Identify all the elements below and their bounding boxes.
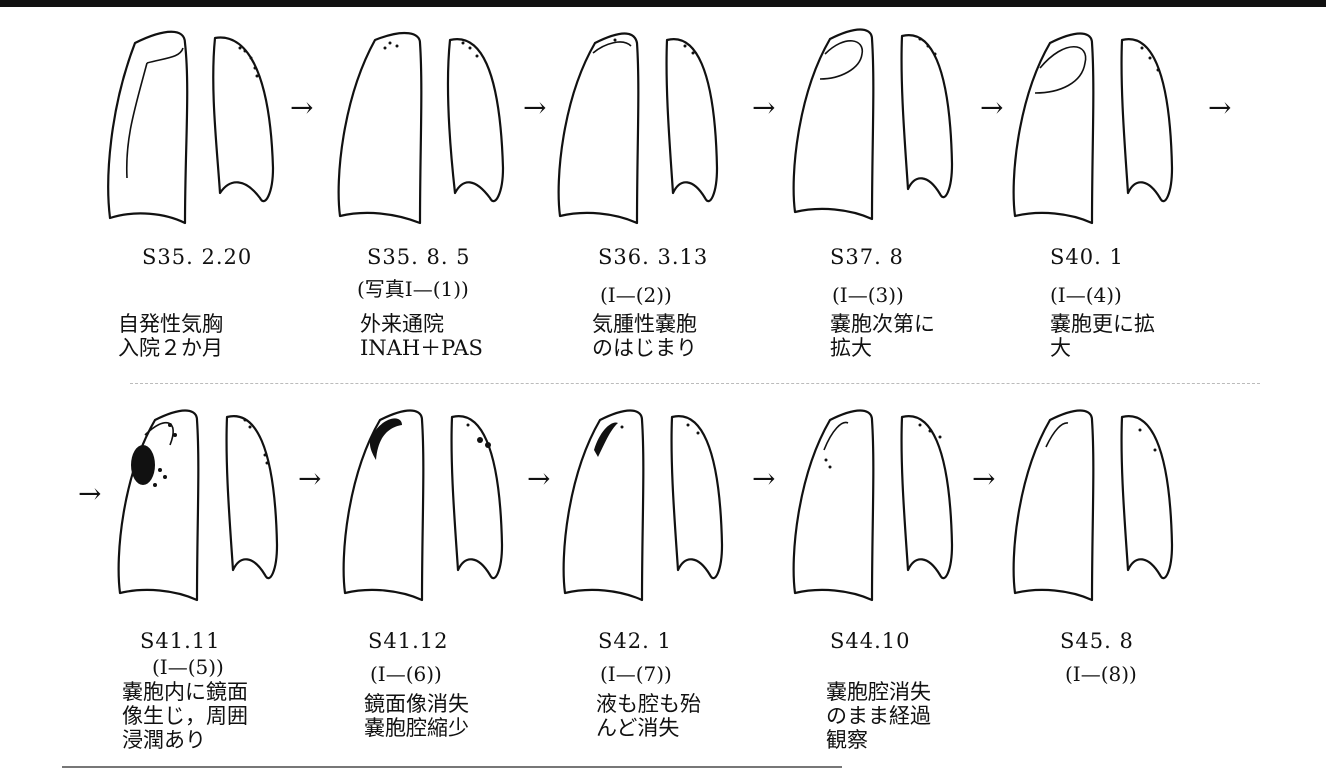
lung-pair-9	[790, 405, 960, 605]
arrow-icon: →	[980, 94, 1003, 122]
date-label: S41.12	[368, 629, 449, 653]
date-label: S44.10	[830, 629, 911, 653]
photo-ref: (Ⅰ—(3))	[832, 283, 904, 307]
arrow-icon: →	[1208, 94, 1231, 122]
bottom-rule	[62, 766, 842, 768]
date-label: S36. 3.13	[598, 245, 708, 269]
note-label: 自発性気胸 入院２か月	[118, 312, 223, 360]
note-label: 嚢胞次第に 拡大	[830, 312, 935, 360]
note-label: 気腫性嚢胞 のはじまり	[592, 312, 697, 360]
arrow-icon: →	[972, 465, 995, 493]
lung-pair-8	[560, 405, 730, 605]
date-label: S41.11	[140, 629, 221, 653]
lung-pair-5	[1010, 28, 1180, 228]
arrow-icon: →	[78, 480, 101, 508]
photo-ref: (Ⅰ—(4))	[1050, 283, 1122, 307]
lung-pair-1	[105, 28, 275, 228]
row-separator	[130, 383, 1260, 384]
lung-pair-4	[790, 24, 960, 224]
photo-ref: (写真Ⅰ—(1))	[357, 273, 469, 302]
lung-pair-7	[340, 405, 510, 605]
top-rule	[0, 0, 1326, 7]
arrow-icon: →	[290, 94, 313, 122]
note-label: 嚢胞更に拡 大	[1050, 312, 1155, 360]
note-label: 嚢胞内に鏡面 像生じ，周囲 浸潤あり	[122, 680, 248, 752]
lung-pair-6	[115, 405, 285, 605]
photo-ref: (Ⅰ—(5))	[152, 655, 224, 679]
arrow-icon: →	[527, 465, 550, 493]
arrow-icon: →	[752, 94, 775, 122]
note-label: 外来通院 INAH＋PAS	[360, 312, 483, 360]
date-label: S40. 1	[1050, 245, 1124, 269]
arrow-icon: →	[298, 465, 321, 493]
photo-ref: (Ⅰ—(2))	[600, 283, 672, 307]
photo-ref: (Ⅰ—(7))	[600, 662, 672, 686]
date-label: S42. 1	[598, 629, 672, 653]
date-label: S45. 8	[1060, 629, 1134, 653]
lung-pair-2	[335, 28, 505, 228]
note-label: 液も腔も殆 んど消失	[596, 692, 701, 740]
lung-pair-10	[1010, 405, 1180, 605]
note-label: 嚢胞腔消失 のまま経過 観察	[826, 680, 931, 752]
date-label: S35. 8. 5	[367, 245, 471, 269]
note-label: 鏡面像消失 嚢胞腔縮少	[364, 692, 469, 740]
photo-ref: (Ⅰ—(6))	[370, 662, 442, 686]
arrow-icon: →	[523, 94, 546, 122]
lung-pair-3	[555, 28, 725, 228]
arrow-icon: →	[752, 465, 775, 493]
date-label: S37. 8	[830, 245, 904, 269]
date-label: S35. 2.20	[142, 245, 252, 269]
photo-ref: (Ⅰ—(8))	[1065, 662, 1137, 686]
